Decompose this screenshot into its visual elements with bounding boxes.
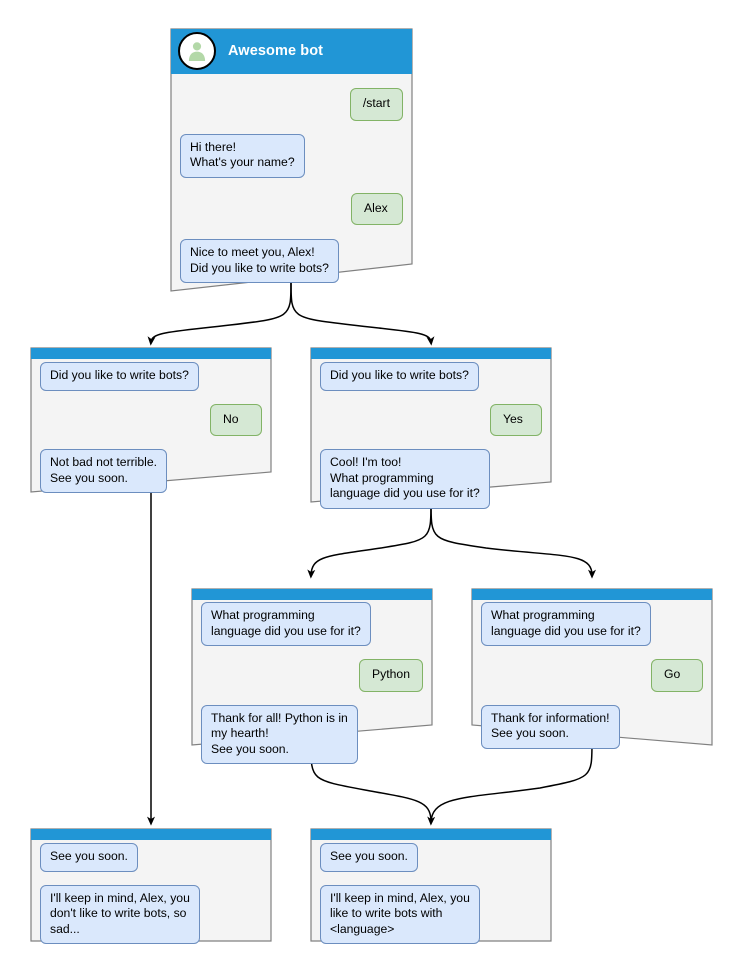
node-start[interactable]: Awesome bot /start Hi there! What's your… <box>170 28 413 292</box>
message-row: /start <box>180 88 403 121</box>
message-row: Alex <box>180 192 403 225</box>
node-header <box>310 347 552 359</box>
message-row: Hi there! What's your name? <box>180 133 403 178</box>
message-list: What programming language did you use fo… <box>191 602 433 764</box>
user-message-bubble[interactable]: Python <box>359 659 423 692</box>
node-no-branch[interactable]: Did you like to write bots? No Not bad n… <box>30 347 272 493</box>
message-row: I'll keep in mind, Alex, you like to wri… <box>320 884 542 944</box>
card-header-bar <box>192 589 432 600</box>
message-row: See you soon. <box>320 843 542 872</box>
user-message-bubble[interactable]: Alex <box>351 192 403 225</box>
bot-message-bubble[interactable]: Thank for information! See you soon. <box>481 704 620 749</box>
message-row: I'll keep in mind, Alex, you don't like … <box>40 884 262 944</box>
message-row: Did you like to write bots? <box>320 362 542 391</box>
node-end-happy[interactable]: See you soon. I'll keep in mind, Alex, y… <box>310 828 552 944</box>
card-header-bar <box>171 29 412 74</box>
node-header: Awesome bot <box>170 28 413 74</box>
node-go-branch[interactable]: What programming language did you use fo… <box>471 588 713 749</box>
message-row: Go <box>481 659 703 692</box>
bot-message-bubble[interactable]: See you soon. <box>40 843 138 872</box>
message-row: No <box>40 403 262 436</box>
card-header-bar <box>311 348 551 359</box>
bot-message-bubble[interactable]: Did you like to write bots? <box>320 362 479 391</box>
bot-message-bubble[interactable]: What programming language did you use fo… <box>481 602 651 646</box>
bot-message-bubble[interactable]: Cool! I'm too! What programming language… <box>320 449 490 509</box>
user-message-bubble[interactable]: Yes <box>490 403 542 436</box>
message-row: Nice to meet you, Alex! Did you like to … <box>180 239 403 283</box>
bot-message-bubble[interactable]: What programming language did you use fo… <box>201 602 371 646</box>
node-yes-branch[interactable]: Did you like to write bots? Yes Cool! I'… <box>310 347 552 509</box>
message-list: See you soon. I'll keep in mind, Alex, y… <box>30 843 272 944</box>
message-row: See you soon. <box>40 843 262 872</box>
card-header-bar <box>311 829 551 840</box>
message-row: Thank for all! Python is in my hearth! S… <box>201 704 423 764</box>
message-row: What programming language did you use fo… <box>481 602 703 646</box>
bot-message-bubble[interactable]: Thank for all! Python is in my hearth! S… <box>201 704 358 764</box>
node-header <box>310 828 552 840</box>
edge-go-to-end <box>427 741 593 826</box>
message-list: /start Hi there! What's your name? Alex … <box>170 88 413 283</box>
user-message-bubble[interactable]: Go <box>651 659 703 692</box>
card-header-bar <box>472 589 712 600</box>
user-message-bubble[interactable]: No <box>210 403 262 436</box>
card-header-bar <box>31 348 271 359</box>
bot-message-bubble[interactable]: I'll keep in mind, Alex, you don't like … <box>40 884 200 944</box>
bot-message-bubble[interactable]: I'll keep in mind, Alex, you like to wri… <box>320 884 480 944</box>
message-row: Did you like to write bots? <box>40 362 262 391</box>
node-header <box>191 588 433 600</box>
message-row: Python <box>201 659 423 692</box>
node-header <box>30 347 272 359</box>
message-row: Yes <box>320 403 542 436</box>
message-row: Thank for information! See you soon. <box>481 704 703 749</box>
message-list: See you soon. I'll keep in mind, Alex, y… <box>310 843 552 944</box>
message-row: Cool! I'm too! What programming language… <box>320 449 542 509</box>
node-python-branch[interactable]: What programming language did you use fo… <box>191 588 433 764</box>
node-header <box>471 588 713 600</box>
message-list: Did you like to write bots? Yes Cool! I'… <box>310 362 552 509</box>
message-list: What programming language did you use fo… <box>471 602 713 749</box>
node-header <box>30 828 272 840</box>
edge-yes-to-go <box>430 501 596 579</box>
person-avatar-icon <box>178 32 216 70</box>
message-row: Not bad not terrible. See you soon. <box>40 449 262 493</box>
user-message-bubble[interactable]: /start <box>349 88 403 121</box>
edge-yes-to-python <box>307 501 432 579</box>
bot-message-bubble[interactable]: Hi there! What's your name? <box>180 133 305 178</box>
bot-message-bubble[interactable]: See you soon. <box>320 843 418 872</box>
bot-message-bubble[interactable]: Nice to meet you, Alex! Did you like to … <box>180 239 339 283</box>
node-end-sad[interactable]: See you soon. I'll keep in mind, Alex, y… <box>30 828 272 944</box>
bot-message-bubble[interactable]: Not bad not terrible. See you soon. <box>40 449 168 493</box>
node-title: Awesome bot <box>228 43 324 59</box>
message-row: What programming language did you use fo… <box>201 602 423 646</box>
bot-message-bubble[interactable]: Did you like to write bots? <box>40 362 199 391</box>
card-header-bar <box>31 829 271 840</box>
message-list: Did you like to write bots? No Not bad n… <box>30 362 272 493</box>
